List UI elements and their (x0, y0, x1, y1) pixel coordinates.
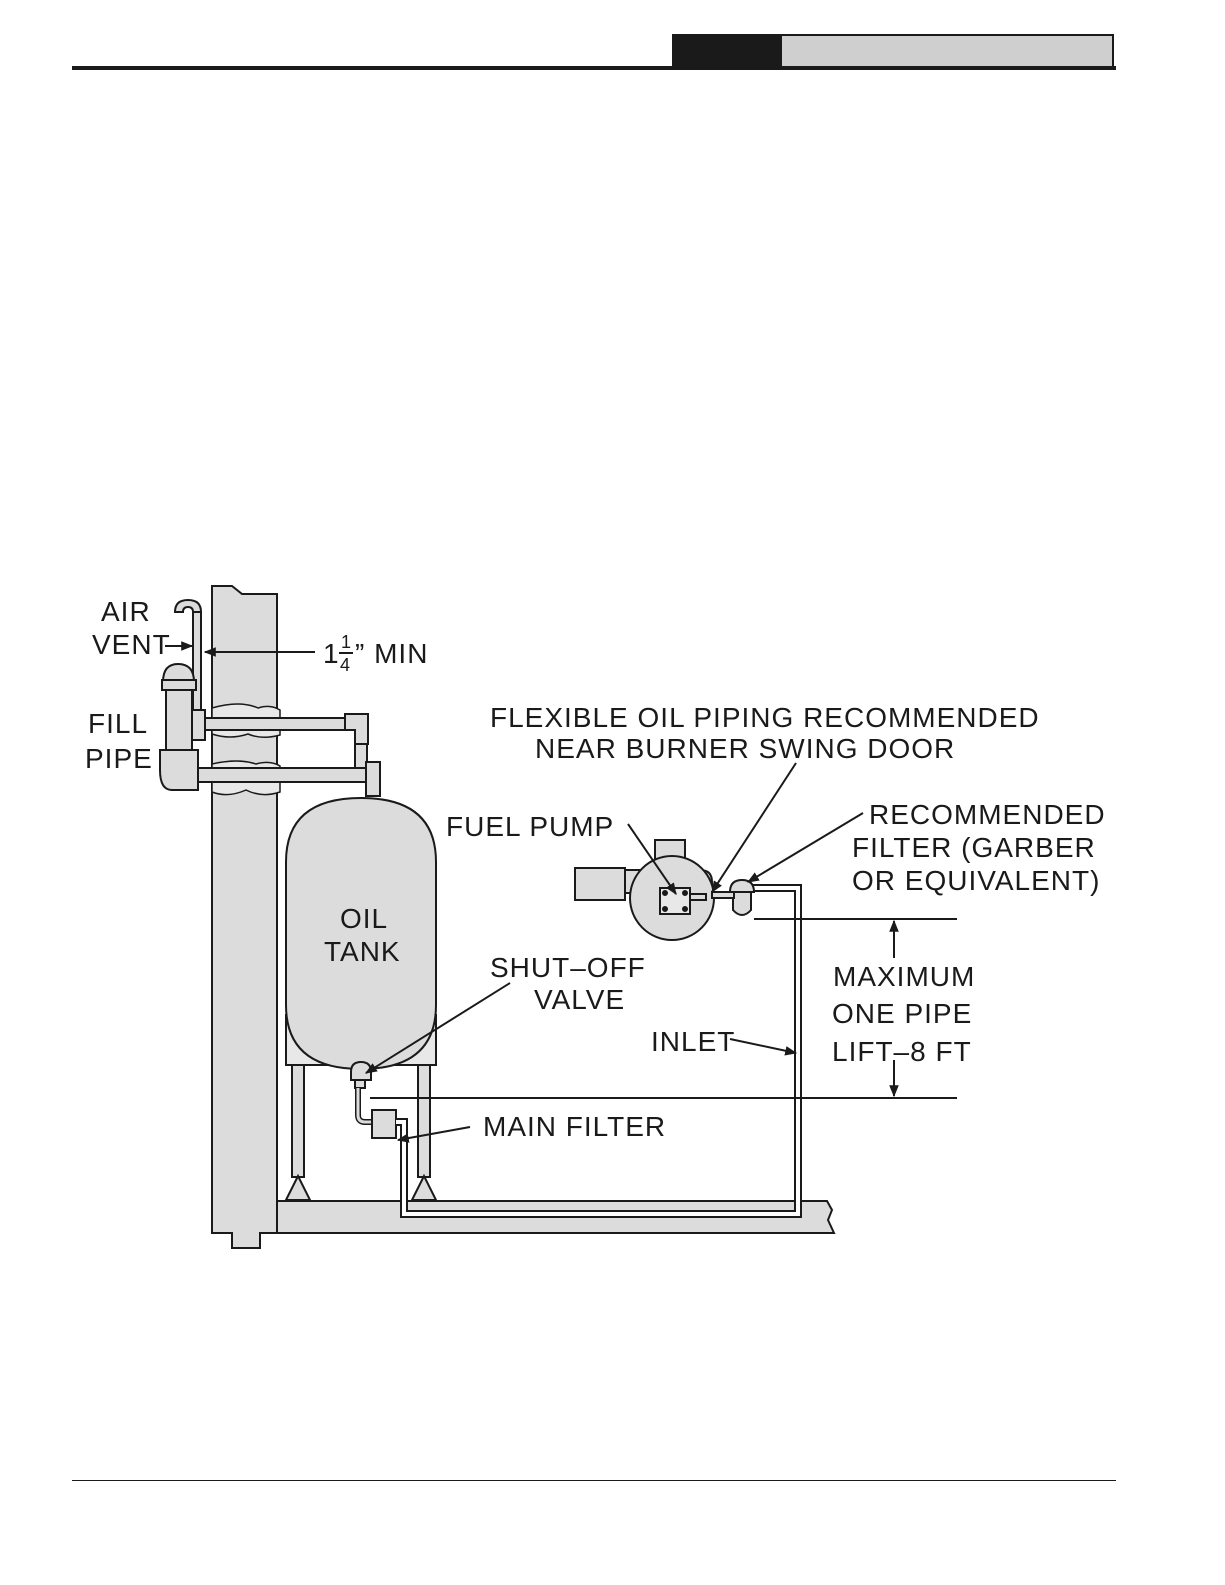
shutoff-valve (351, 1062, 371, 1088)
label-filter-1: RECOMMENDED (869, 799, 1106, 830)
label-fill-pipe-1: FILL (88, 708, 148, 739)
label-fuel-pump: FUEL PUMP (446, 811, 614, 842)
label-max-1: MAXIMUM (833, 961, 975, 992)
label-filter-2: FILTER (GARBER (852, 832, 1096, 863)
footer-rule (72, 1480, 1116, 1481)
label-max-3: LIFT–8 FT (832, 1036, 972, 1067)
label-clearance-num: 1 (341, 632, 352, 652)
label-inlet: INLET (651, 1026, 735, 1057)
oil-tank (286, 798, 436, 1200)
label-tank-2: TANK (324, 936, 401, 967)
label-air-vent-2: VENT (92, 629, 171, 660)
label-clearance-whole: 1 (323, 638, 340, 669)
label-main-filter: MAIN FILTER (483, 1111, 666, 1142)
oil-supply-line (396, 888, 798, 1214)
label-max-2: ONE PIPE (832, 998, 972, 1029)
label-shutoff-1: SHUT–OFF (490, 952, 646, 983)
label-filter-3: OR EQUIVALENT) (852, 865, 1100, 896)
label-shutoff-2: VALVE (534, 984, 625, 1015)
label-air-vent-1: AIR (101, 596, 151, 627)
label-fill-pipe-2: PIPE (85, 743, 153, 774)
label-clearance-den: 4 (340, 655, 351, 675)
label-tank-1: OIL (340, 903, 388, 934)
label-clearance-rest: ” MIN (355, 638, 428, 669)
main-filter (358, 1088, 396, 1138)
recommended-filter (712, 880, 754, 915)
oil-burner (575, 840, 714, 940)
label-flex-2: NEAR BURNER SWING DOOR (535, 733, 955, 764)
foundation-wall (212, 586, 277, 1248)
label-flex-1: FLEXIBLE OIL PIPING RECOMMENDED (490, 702, 1040, 733)
